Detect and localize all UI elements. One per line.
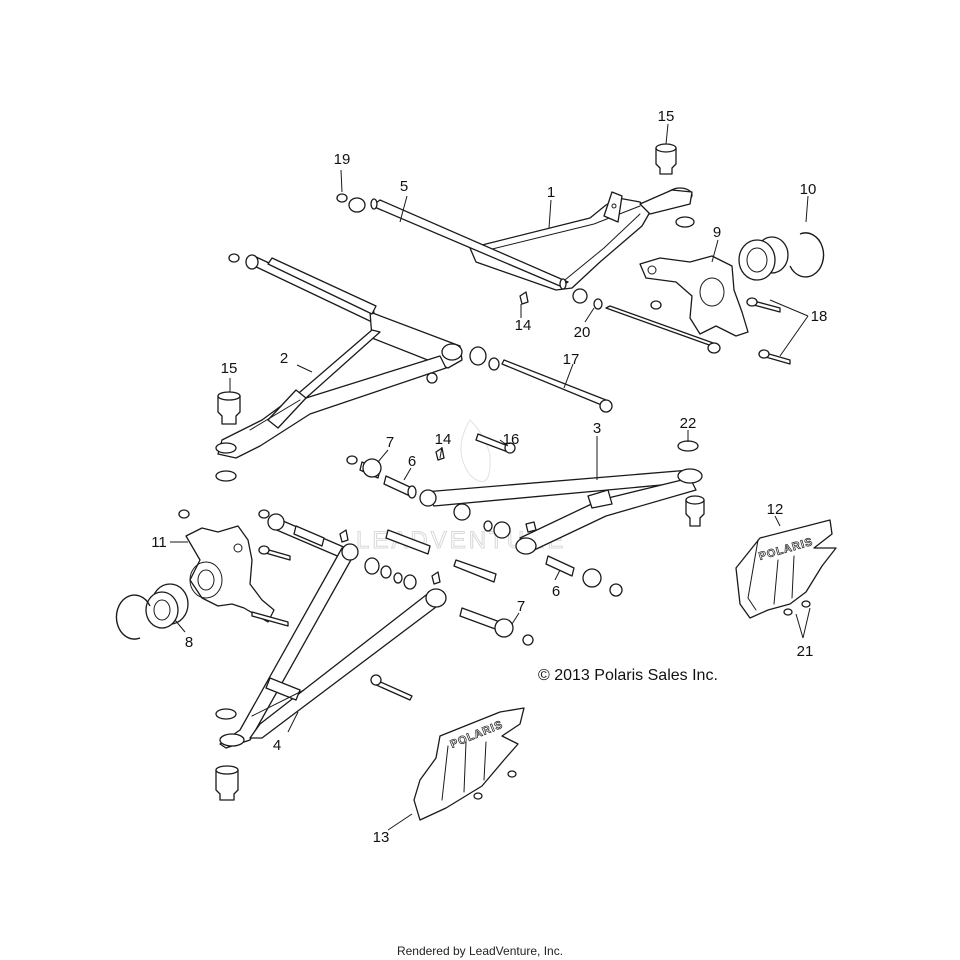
callout-22: 22 <box>680 415 697 432</box>
part-upper-shaft-front[interactable] <box>267 257 377 315</box>
part-22-snap-ring[interactable] <box>677 440 699 452</box>
callout-15-upper: 15 <box>658 108 675 125</box>
part-22-snap-ring-upper[interactable] <box>675 216 695 228</box>
callout-3: 3 <box>593 420 601 437</box>
part-bushings-arm-3[interactable] <box>453 503 537 539</box>
callout-5: 5 <box>400 178 408 195</box>
part-4-lower-a-arm[interactable] <box>219 509 447 749</box>
part-6-sleeve-upper[interactable] <box>383 475 417 499</box>
callout-18: 18 <box>811 308 828 325</box>
callout-7-upper: 7 <box>386 434 394 451</box>
part-ball-joint-lower[interactable] <box>215 765 239 801</box>
callout-8: 8 <box>185 634 193 651</box>
part-bushings-arm-4[interactable] <box>293 525 441 590</box>
part-17-long-bolt[interactable] <box>501 359 613 413</box>
part-12-a-arm-guard[interactable]: POLARIS <box>735 519 837 619</box>
part-6-sleeve-lower[interactable] <box>545 555 623 597</box>
part-bushings-arm-2[interactable] <box>426 346 500 384</box>
callout-labels: 1 2 3 4 5 6 6 7 7 8 9 10 11 12 13 14 14 … <box>151 108 827 846</box>
part-9-steering-knuckle[interactable] <box>639 255 749 337</box>
part-20-washer[interactable] <box>572 288 603 310</box>
callout-9: 9 <box>713 224 721 241</box>
part-8-bearing[interactable] <box>145 583 189 629</box>
callout-4: 4 <box>273 737 281 754</box>
part-lower-long-bolt[interactable] <box>370 674 413 701</box>
part-3-lower-a-arm[interactable] <box>419 468 703 555</box>
callout-15-left: 15 <box>221 360 238 377</box>
part-11-steering-knuckle[interactable] <box>185 525 275 623</box>
callout-1: 1 <box>547 184 555 201</box>
part-14-grease-fitting-lower[interactable] <box>435 447 445 461</box>
part-2-upper-a-arm[interactable] <box>215 253 463 459</box>
part-10-circlip[interactable] <box>789 232 825 278</box>
part-15-ball-joint-left[interactable] <box>217 391 241 425</box>
callout-17: 17 <box>563 351 580 368</box>
part-ball-joint-right[interactable] <box>685 495 705 527</box>
part-bolts-center[interactable] <box>385 529 501 631</box>
footer-text: Rendered by LeadVenture, Inc. <box>397 944 563 958</box>
callout-14-upper: 14 <box>515 317 532 334</box>
callout-12: 12 <box>767 501 784 518</box>
part-21-screws[interactable] <box>783 600 811 616</box>
part-18-bolts[interactable] <box>746 297 791 365</box>
part-15-ball-joint-upper[interactable] <box>655 143 677 175</box>
callout-10: 10 <box>800 181 817 198</box>
snap-ring-lower[interactable] <box>215 708 237 720</box>
part-7-bushing-upper[interactable] <box>346 455 382 479</box>
part-bolts-left[interactable] <box>251 545 291 627</box>
part-7-bushing-lower[interactable] <box>494 618 534 646</box>
callout-21: 21 <box>797 643 814 660</box>
part-14-grease-fitting-upper[interactable] <box>519 291 529 305</box>
callout-13: 13 <box>373 829 390 846</box>
snap-ring-left[interactable] <box>215 470 237 482</box>
nut-left-knuckle-top[interactable] <box>178 509 190 519</box>
callout-20: 20 <box>574 324 591 341</box>
part-bearing-right[interactable] <box>738 236 789 281</box>
callout-6-upper: 6 <box>408 453 416 470</box>
copyright-text: © 2013 Polaris Sales Inc. <box>538 667 718 684</box>
callout-19: 19 <box>334 151 351 168</box>
part-13-a-arm-guard[interactable]: POLARIS <box>413 707 525 821</box>
callout-6-lower: 6 <box>552 583 560 600</box>
callout-14-lower: 14 <box>435 431 452 448</box>
leader-lines <box>170 123 811 831</box>
part-19-nut[interactable] <box>336 193 366 213</box>
callout-16: 16 <box>503 431 520 448</box>
part-circlip-left[interactable] <box>115 594 151 640</box>
callout-2: 2 <box>280 350 288 367</box>
callout-7-lower: 7 <box>517 598 525 615</box>
part-5-pivot-shaft[interactable] <box>370 198 569 290</box>
callout-11: 11 <box>151 534 167 551</box>
